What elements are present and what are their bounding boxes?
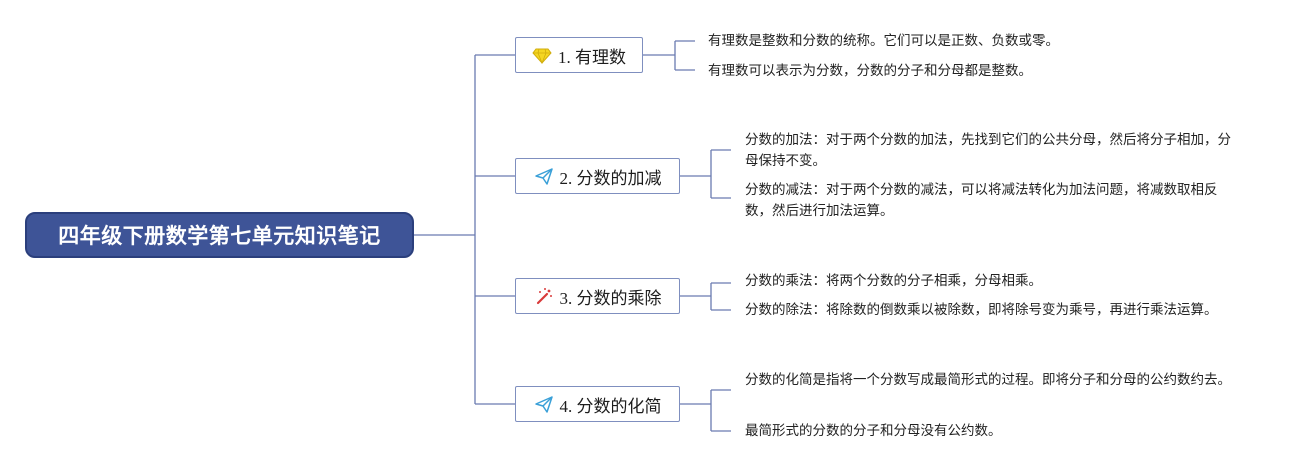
- branch-label: 2. 分数的加减: [559, 168, 662, 188]
- note-fraction-division: 分数的除法：将除数的倒数乘以被除数，即将除号变为乘号，再进行乘法运算。: [745, 302, 1218, 318]
- branch-label: 3. 分数的乘除: [559, 288, 662, 308]
- note-fraction-multiplication: 分数的乘法：将两个分数的分子相乘，分母相乘。: [745, 273, 1042, 289]
- branch-fraction-multiply-divide[interactable]: 3. 分数的乘除: [515, 278, 680, 314]
- magic-wand-icon: [534, 286, 554, 306]
- note-rational-definition: 有理数是整数和分数的统称。它们可以是正数、负数或零。: [708, 33, 1059, 49]
- branch-label: 1. 有理数: [558, 47, 626, 67]
- leaf-connector-1: [643, 40, 695, 71]
- root-title: 四年级下册数学第七单元知识笔记: [58, 224, 381, 248]
- note-fraction-subtraction: 分数的减法：对于两个分数的减法，可以将减法转化为加法问题，将减数取相反数，然后进…: [745, 182, 1218, 219]
- note-rational-as-fraction: 有理数可以表示为分数，分数的分子和分母都是整数。: [708, 63, 1032, 79]
- note-fraction-addition: 分数的加法：对于两个分数的加法，先找到它们的公共分母，然后将分子相加，分母保持不…: [745, 132, 1231, 169]
- branch-fraction-simplify[interactable]: 4. 分数的化简: [515, 386, 680, 422]
- root-topic[interactable]: 四年级下册数学第七单元知识笔记: [25, 212, 414, 258]
- leaf-connector-4: [680, 389, 731, 432]
- paper-plane-icon: [534, 394, 554, 414]
- leaf-connector-2: [680, 149, 731, 199]
- paper-plane-icon: [534, 166, 554, 186]
- note-fraction-simplify: 分数的化简是指将一个分数写成最简形式的过程。即将分子和分母的公约数约去。: [745, 372, 1231, 388]
- branch-fraction-add-subtract[interactable]: 2. 分数的加减: [515, 158, 680, 194]
- branch-rational-numbers[interactable]: 1. 有理数: [515, 37, 643, 73]
- leaf-connector-3: [680, 282, 731, 311]
- branch-label: 4. 分数的化简: [559, 396, 662, 416]
- diamond-icon: [532, 45, 552, 65]
- note-simplest-form: 最简形式的分数的分子和分母没有公约数。: [745, 423, 1002, 439]
